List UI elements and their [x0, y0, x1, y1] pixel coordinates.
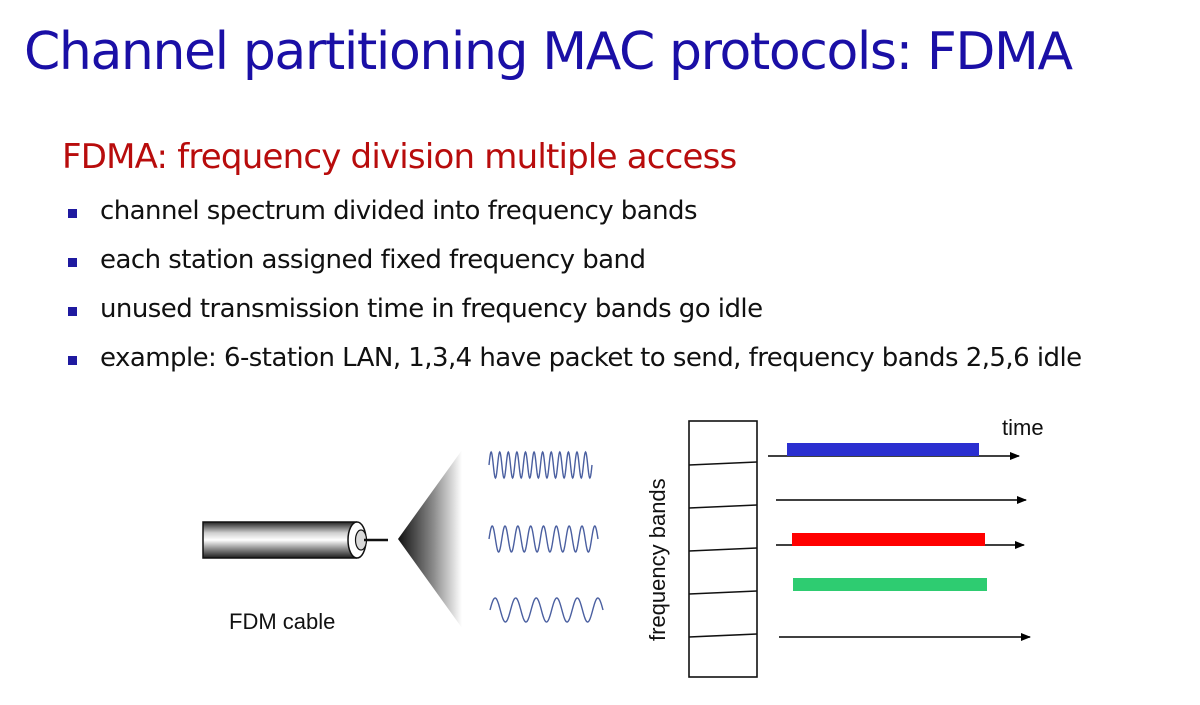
bullet-item: unused transmission time in frequency ba…	[68, 292, 1082, 341]
frequency-bands-box	[688, 420, 758, 678]
square-bullet-icon	[68, 356, 77, 365]
low-frequency-wave	[489, 597, 604, 623]
medium-frequency-wave	[488, 525, 599, 553]
square-bullet-icon	[68, 209, 77, 218]
band-4-transmission-bar	[793, 578, 987, 591]
bullet-text: each station assigned fixed frequency ba…	[100, 245, 646, 275]
time-arrows	[768, 452, 1031, 641]
square-bullet-icon	[68, 307, 77, 316]
time-label: time	[1002, 415, 1044, 440]
bullet-item: example: 6-station LAN, 1,3,4 have packe…	[68, 341, 1082, 390]
bullet-list: channel spectrum divided into frequency …	[68, 194, 1082, 390]
cable-label: FDM cable	[229, 609, 335, 634]
band-3-transmission-bar	[792, 533, 985, 546]
bullet-item: each station assigned fixed frequency ba…	[68, 243, 1082, 292]
square-bullet-icon	[68, 258, 77, 267]
slide-title: Channel partitioning MAC protocols: FDMA	[24, 22, 1073, 82]
bullet-item: channel spectrum divided into frequency …	[68, 194, 1082, 243]
bullet-text: example: 6-station LAN, 1,3,4 have packe…	[100, 343, 1082, 373]
fdma-subheading: FDMA: frequency division multiple access	[62, 137, 737, 177]
fdm-cable-icon	[202, 521, 388, 559]
high-frequency-wave	[488, 450, 593, 480]
bullet-text: unused transmission time in frequency ba…	[100, 294, 763, 324]
frequency-spread-cone	[398, 450, 462, 628]
bullet-text: channel spectrum divided into frequency …	[100, 196, 698, 226]
frequency-bands-label: frequency bands	[645, 478, 670, 641]
band-1-transmission-bar	[787, 443, 979, 456]
